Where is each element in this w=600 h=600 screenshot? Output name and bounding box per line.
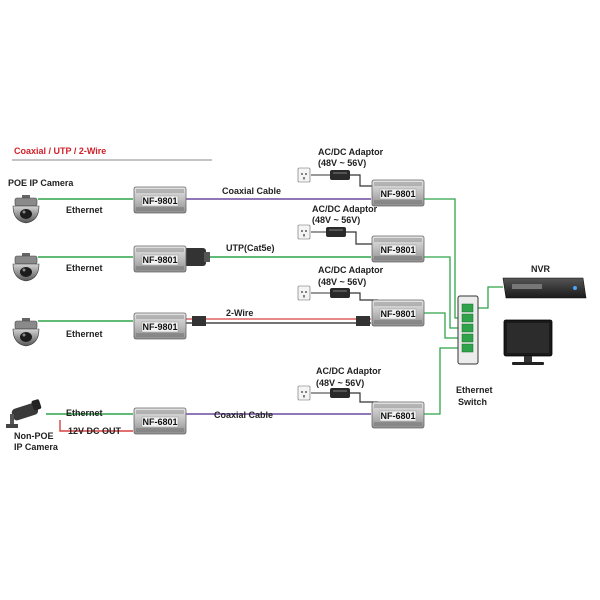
two-wire-plug-right: [356, 316, 370, 326]
ethernet-switch-icon: [457, 295, 479, 365]
ethernet-label-row3: Ethernet: [66, 329, 103, 339]
bullet-camera-icon: [6, 399, 42, 428]
converter-model: NF-9801: [380, 309, 415, 319]
ethernet-label-row1: Ethernet: [66, 205, 103, 215]
converter-right-2: NF-9801: [371, 235, 425, 263]
converter-right-4: NF-6801: [371, 401, 425, 429]
non-poe-camera-label-line2: IP Camera: [14, 442, 59, 452]
converter-model: NF-6801: [380, 411, 415, 421]
adaptor-label-1-line2: (48V ~ 56V): [318, 158, 366, 168]
wall-outlet-icon: [297, 224, 311, 240]
dome-camera-icon: [12, 194, 40, 224]
converter-model: NF-9801: [142, 255, 177, 265]
adaptor-label-4-line2: (48V ~ 56V): [316, 378, 364, 388]
ethernet-label-row4: Ethernet: [66, 408, 103, 418]
power-adaptor-icon: [330, 388, 350, 398]
converter-model: NF-9801: [142, 322, 177, 332]
switch-label-line1: Ethernet: [456, 385, 493, 395]
coaxial-cable-label-row1: Coaxial Cable: [222, 186, 281, 196]
monitor-icon: [503, 319, 553, 365]
uplink-wire-4: [424, 347, 463, 415]
adaptor-label-2-line1: AC/DC Adaptor: [312, 204, 378, 214]
converter-right-1: NF-9801: [371, 179, 425, 207]
adaptor-label-2-line2: (48V ~ 56V): [312, 215, 360, 225]
power-adaptor-icon: [326, 227, 346, 237]
switch-label-line2: Switch: [458, 397, 487, 407]
wall-outlet-icon: [297, 385, 311, 401]
two-wire-plug-left: [192, 316, 206, 326]
adaptor-label-1-line1: AC/DC Adaptor: [318, 147, 384, 157]
nvr-label: NVR: [531, 264, 551, 274]
utp-label: UTP(Cat5e): [226, 243, 275, 253]
wall-outlet-icon: [297, 285, 311, 301]
adaptor-cord-1: [346, 174, 378, 187]
adaptor-cord-4: [346, 392, 378, 403]
uplink-wire-3: [424, 312, 463, 339]
utp-balun-connector: [184, 248, 206, 266]
converter-model: NF-9801: [380, 189, 415, 199]
power-adaptor-icon: [330, 170, 350, 180]
adaptor-label-3-line2: (48V ~ 56V): [318, 277, 366, 287]
converter-left-3: NF-9801: [133, 312, 187, 340]
utp-plug: [204, 252, 210, 262]
dome-camera-icon: [12, 252, 40, 282]
adaptor-cord-3: [346, 292, 378, 301]
nvr-link-wire: [475, 286, 503, 309]
converter-model: NF-6801: [142, 417, 177, 427]
connectors: [184, 248, 370, 326]
dome-camera-icon: [12, 317, 40, 347]
coaxial-cable-label-row4: Coaxial Cable: [214, 410, 273, 420]
uplink-wire-1: [424, 198, 463, 319]
converter-left-2: NF-9801: [133, 245, 187, 273]
dc-out-label: 12V DC OUT: [68, 426, 122, 436]
diagram-title: Coaxial / UTP / 2-Wire: [14, 146, 106, 156]
ethernet-label-row2: Ethernet: [66, 263, 103, 273]
adaptor-cord-2: [342, 231, 378, 245]
uplink-wire-2: [424, 256, 463, 329]
nvr-recorder-icon: [502, 277, 587, 299]
two-wire-label: 2-Wire: [226, 308, 253, 318]
converter-model: NF-9801: [380, 245, 415, 255]
poe-camera-label: POE IP Camera: [8, 178, 74, 188]
wall-outlet-icon: [297, 167, 311, 183]
dc-out-wire: [59, 420, 133, 432]
power-adaptor-icon: [330, 288, 350, 298]
converter-left-4: NF-6801: [133, 407, 187, 435]
converter-right-3: NF-9801: [371, 299, 425, 327]
adaptor-label-3-line1: AC/DC Adaptor: [318, 265, 384, 275]
converter-left-1: NF-9801: [133, 186, 187, 214]
non-poe-camera-label-line1: Non-POE: [14, 431, 54, 441]
wires: [38, 174, 503, 432]
converter-model: NF-9801: [142, 196, 177, 206]
adaptor-label-4-line1: AC/DC Adaptor: [316, 366, 382, 376]
